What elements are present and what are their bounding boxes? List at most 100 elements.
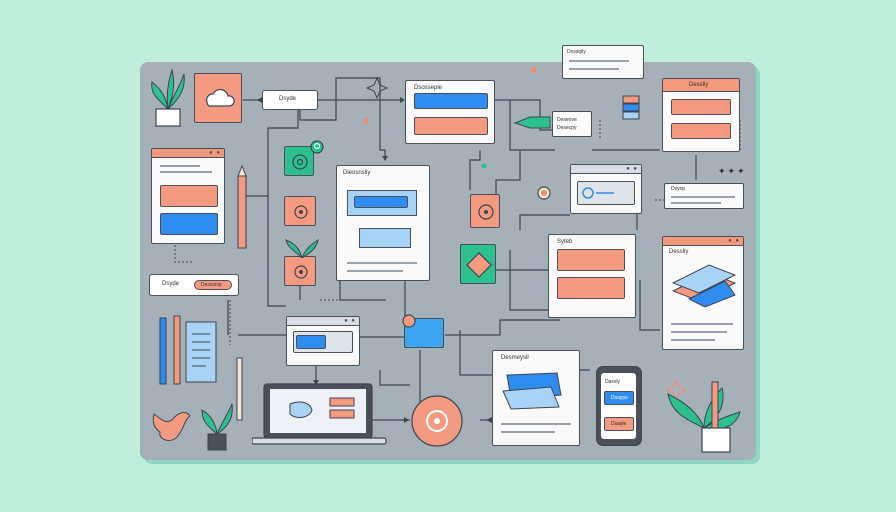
- arrow-head: [400, 97, 405, 103]
- node-handle-icon: [402, 314, 416, 328]
- text-line: [671, 331, 727, 333]
- bottom-mid-card-title: Desmeysll: [501, 355, 529, 361]
- sparkle-icon: [363, 117, 369, 125]
- gear-icon-core: [541, 190, 547, 196]
- card-titlebar: ● ●: [663, 237, 743, 246]
- diamond-icon: [466, 252, 492, 278]
- wire: [459, 330, 500, 376]
- wire: [495, 99, 555, 131]
- text-line: [671, 339, 715, 341]
- pointer-arrow: [513, 116, 551, 129]
- sparkle-icon: ✦✦✦: [718, 166, 747, 176]
- center-card-title: Dieosnsliy: [343, 170, 371, 176]
- wire: [299, 77, 386, 160]
- phone-button-2[interactable]: Dsayle: [604, 417, 634, 431]
- dot-marker: [481, 163, 487, 169]
- center-card: Dieosnsliy: [336, 165, 430, 281]
- gear-icon: [294, 265, 308, 279]
- gear-icon: [294, 205, 308, 219]
- bird-icon: [152, 412, 191, 441]
- phone-title: Dassly: [605, 379, 621, 385]
- card-titlebar: ● ●: [571, 165, 641, 174]
- wire: [639, 280, 660, 331]
- right-big-card-title: Dessliy: [669, 249, 689, 255]
- center-top-card-title: Dsosseple: [414, 85, 443, 91]
- sparkle-icon: [365, 76, 389, 100]
- laptop-icon: [252, 383, 387, 445]
- top-right-button-1[interactable]: [671, 99, 731, 115]
- left-row-label: Dsyde: [162, 281, 180, 287]
- search-icon: [310, 140, 324, 154]
- wire: [445, 319, 560, 336]
- toggle-icon: [582, 187, 614, 199]
- center-card-blue-button[interactable]: [354, 196, 408, 208]
- center-process-node[interactable]: [470, 194, 500, 228]
- top-note-card: Dossiply: [562, 45, 644, 79]
- text-line: [347, 270, 403, 272]
- pencil-icon: [159, 315, 217, 385]
- layers-icon: [671, 264, 737, 308]
- center-top-orange-button[interactable]: [414, 117, 488, 135]
- mid-right-card-title: Syteb: [557, 239, 573, 245]
- text-line: [160, 171, 212, 173]
- gear-node[interactable]: [284, 146, 314, 176]
- center-top-blue-button[interactable]: [414, 93, 488, 109]
- form-button-blue[interactable]: [160, 213, 218, 235]
- card-titlebar: ● ●: [287, 317, 359, 326]
- center-top-card: Dsosseple: [405, 80, 495, 144]
- phone-button-1[interactable]: Dsaype: [604, 391, 634, 405]
- right-small-tag-line-1: Deseove: [557, 117, 577, 123]
- top-left-pill[interactable]: Dsyde: [262, 90, 318, 110]
- plant-icon: [201, 403, 233, 451]
- form-card-left: ● ●: [151, 148, 225, 244]
- card-titlebar: ● ●: [152, 149, 224, 158]
- right-grey-card: ● ●: [570, 164, 642, 214]
- cloud-icon: [206, 88, 235, 107]
- text-line: [501, 423, 571, 425]
- text-line: [671, 196, 735, 198]
- mid-right-card: Syteb: [548, 234, 636, 318]
- top-left-pill-label: Dsyde: [279, 96, 297, 102]
- wire: [509, 100, 555, 151]
- stack-icon: [622, 95, 640, 120]
- arrow-head: [382, 156, 388, 161]
- plant-node[interactable]: [284, 256, 316, 286]
- left-row-card[interactable]: Dsyde Dessoisp: [149, 274, 239, 296]
- gear-node-circle[interactable]: [410, 394, 464, 448]
- text-line: [569, 68, 619, 70]
- center-left-window: ● ●: [286, 316, 360, 366]
- decision-node[interactable]: [460, 244, 496, 284]
- right-grey-field[interactable]: [577, 181, 635, 205]
- arrow-head: [404, 417, 409, 423]
- wire: [267, 196, 286, 307]
- right-big-card: ● ● Dessliy: [662, 236, 744, 350]
- left-row-pill[interactable]: Dessoisp: [194, 280, 232, 290]
- top-right-card-title: Dessliy: [689, 82, 709, 88]
- right-small-tag-line-2: Desecpy: [557, 125, 577, 131]
- text-line: [160, 165, 200, 167]
- center-left-field[interactable]: [293, 331, 353, 353]
- phone-button-2-label: Dsayle: [611, 421, 627, 427]
- top-right-button-2[interactable]: [671, 123, 731, 139]
- center-card-panel: [347, 190, 417, 216]
- top-note-title: Dossiply: [567, 49, 586, 55]
- right-small-tag: Deseove Desecpy: [552, 111, 592, 137]
- right-small-card: Dsyop: [664, 183, 744, 209]
- arrow-head: [313, 380, 319, 385]
- phone-button-1-label: Dsaype: [611, 395, 628, 401]
- text-line: [347, 262, 417, 264]
- wire: [509, 250, 548, 311]
- process-node[interactable]: [284, 196, 316, 226]
- phone-device: Dassly Dsaype Dsayle: [596, 366, 642, 446]
- cloud-node[interactable]: [194, 73, 242, 123]
- gear-icon: [478, 204, 494, 220]
- pencil-icon: [236, 357, 243, 421]
- envelope-icon: [502, 372, 562, 410]
- center-left-toggle[interactable]: [296, 335, 326, 349]
- wire: [379, 370, 410, 386]
- mid-right-button-2[interactable]: [557, 277, 625, 299]
- phone-screen: Dassly Dsaype Dsayle: [601, 373, 636, 439]
- form-button-orange[interactable]: [160, 185, 218, 207]
- wire: [469, 150, 481, 190]
- mid-right-button-1[interactable]: [557, 249, 625, 271]
